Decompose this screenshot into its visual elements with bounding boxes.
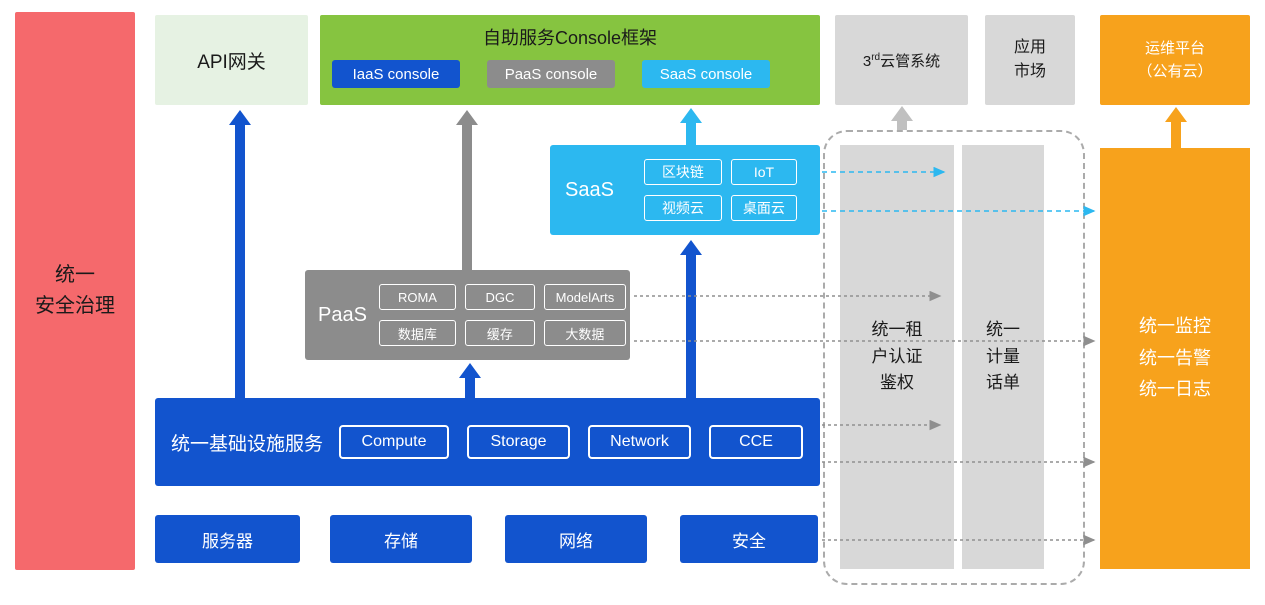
arrow-infra-to-paas	[459, 363, 481, 398]
saas-service-blockchain: 区块链	[643, 159, 722, 185]
paas-label: PaaS	[318, 303, 367, 326]
security-governance-bar: 统一 安全治理	[15, 12, 135, 570]
infrastructure-label: 统一基础设施服务	[171, 433, 324, 455]
api-gateway-box: API网关	[155, 15, 308, 105]
hardware-storage-box: 存储	[330, 515, 472, 563]
third-party-label: 3rd云管系统	[862, 51, 941, 70]
third-party-cloud-mgmt-box: 3rd云管系统	[835, 15, 968, 105]
infrastructure-box: 统一基础设施服务 Compute Storage Network CCE	[155, 398, 820, 486]
paas-service-roma: ROMA	[378, 284, 456, 310]
arrow-infra-to-api-gateway	[229, 110, 251, 398]
paas-service-dgc: DGC	[464, 284, 535, 310]
infra-item-cce: CCE	[709, 425, 804, 459]
infra-item-storage: Storage	[467, 425, 571, 459]
metering-billing-bar: 统一 计量 话单	[962, 145, 1044, 569]
console-framework-title: 自助服务Console框架	[482, 28, 658, 48]
app-market-box: 应用 市场	[985, 15, 1075, 105]
paas-service-bigdata: 大数据	[543, 320, 626, 346]
saas-box: SaaS 区块链 IoT 视频云 桌面云	[550, 145, 820, 235]
saas-label: SaaS	[565, 178, 614, 201]
ops-platform-box: 运维平台 （公有云）	[1100, 15, 1250, 105]
saas-service-iot: IoT	[730, 159, 797, 185]
arrow-infra-to-saas	[680, 240, 702, 398]
infrastructure-items: Compute Storage Network CCE	[339, 425, 804, 459]
hardware-security-box: 安全	[680, 515, 818, 563]
infra-item-compute: Compute	[339, 425, 450, 459]
arrow-monitoring-to-ops-platform	[1165, 107, 1187, 148]
arrow-saas-to-console	[680, 108, 702, 145]
saas-service-video-cloud: 视频云	[643, 195, 722, 221]
iaas-console-chip: IaaS console	[332, 60, 460, 88]
hardware-server-box: 服务器	[155, 515, 300, 563]
saas-console-chip: SaaS console	[642, 60, 770, 88]
paas-service-cache: 缓存	[464, 320, 535, 346]
saas-service-desktop-cloud: 桌面云	[730, 195, 797, 221]
paas-console-chip: PaaS console	[487, 60, 615, 88]
saas-services-grid: 区块链 IoT 视频云 桌面云	[643, 159, 797, 221]
infra-item-network: Network	[588, 425, 692, 459]
arrow-shared-to-third-party	[891, 106, 913, 130]
arrow-paas-to-console	[456, 110, 478, 270]
paas-service-modelarts: ModelArts	[543, 284, 626, 310]
monitoring-alert-log-bar: 统一监控 统一告警 统一日志	[1100, 148, 1250, 569]
console-chip-row: IaaS console PaaS console SaaS console	[320, 50, 820, 88]
tenant-auth-bar: 统一租 户认证 鉴权	[840, 145, 954, 569]
hardware-network-box: 网络	[505, 515, 647, 563]
paas-service-database: 数据库	[378, 320, 456, 346]
console-framework-box: 自助服务Console框架 IaaS console PaaS console …	[320, 15, 820, 105]
paas-box: PaaS ROMA DGC ModelArts 数据库 缓存 大数据	[305, 270, 630, 360]
paas-services-grid: ROMA DGC ModelArts 数据库 缓存 大数据	[378, 284, 626, 346]
shared-services-dashed-container	[823, 130, 1085, 585]
